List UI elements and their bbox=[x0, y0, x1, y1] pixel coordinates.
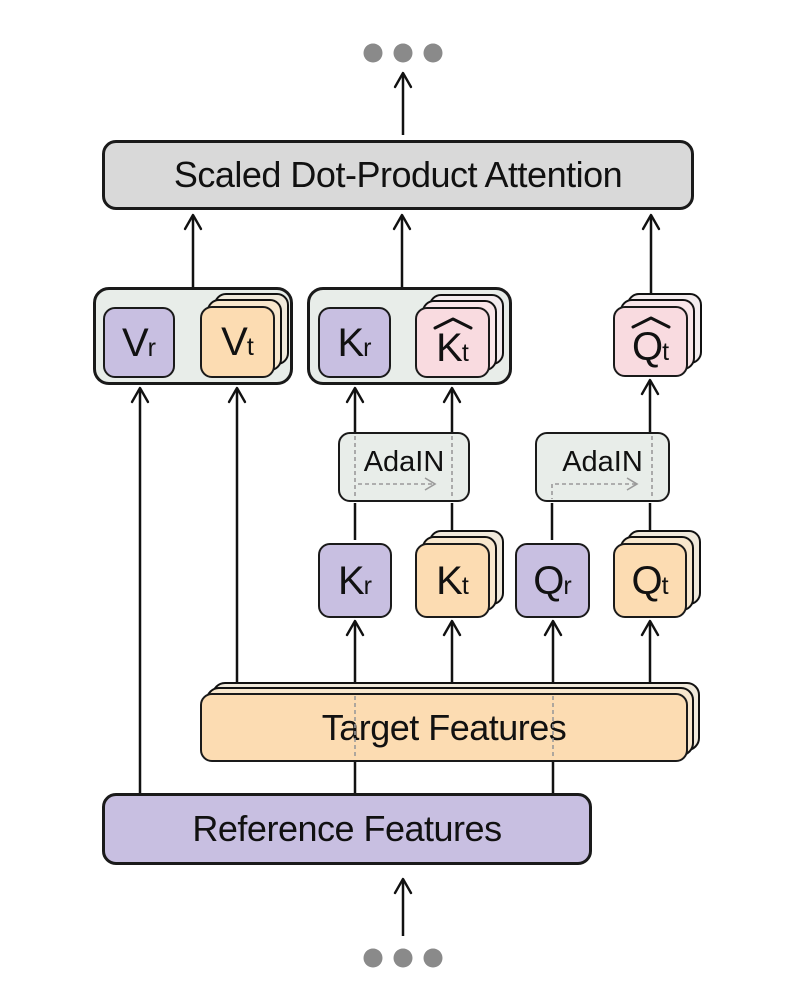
node-q-t-hat: Qt bbox=[613, 306, 688, 377]
node-k-r-out-label: Kr bbox=[337, 320, 372, 365]
node-v-t-stack: Vt bbox=[200, 293, 289, 378]
node-q-t-in-stack: Qt bbox=[613, 530, 701, 618]
target-features-label: Target Features bbox=[321, 706, 567, 748]
reference-features-label: Reference Features bbox=[192, 808, 502, 849]
attention-label: Scaled Dot-Product Attention bbox=[173, 154, 623, 195]
node-k-t-hat-stack: Kt bbox=[415, 294, 504, 378]
node-k-t-in: Kt bbox=[415, 543, 490, 618]
node-v-t: Vt bbox=[200, 306, 275, 378]
node-k-r-out: Kr bbox=[318, 307, 391, 378]
node-q-r-in-label: Qr bbox=[533, 558, 572, 603]
node-k-r-in-label: Kr bbox=[337, 558, 372, 603]
scaled-dot-product-attention-box: Scaled Dot-Product Attention bbox=[102, 140, 694, 210]
hat-icon bbox=[433, 317, 472, 330]
node-k-t-hat-label: Kt bbox=[436, 326, 469, 370]
node-k-r-in: Kr bbox=[318, 543, 392, 618]
adain-right-label: AdaIN bbox=[562, 445, 643, 478]
target-features-stack: Target Features bbox=[200, 682, 700, 762]
adain-left-box: AdaIN bbox=[338, 432, 470, 502]
target-features-box: Target Features bbox=[200, 693, 688, 762]
node-v-r-label: Vr bbox=[121, 320, 156, 365]
ellipsis-bottom-icon bbox=[363, 948, 443, 968]
node-q-t-hat-label: Qt bbox=[631, 325, 670, 369]
node-q-t-hat-stack: Qt bbox=[613, 293, 702, 377]
node-v-r: Vr bbox=[103, 307, 175, 378]
ellipsis-top-icon bbox=[363, 43, 443, 63]
node-q-t-in-label: Qt bbox=[631, 558, 669, 603]
adain-left-label: AdaIN bbox=[363, 445, 445, 478]
node-v-t-label: Vt bbox=[221, 320, 254, 364]
node-q-t-in: Qt bbox=[613, 543, 687, 618]
reference-features-box: Reference Features bbox=[102, 793, 592, 865]
node-k-t-hat: Kt bbox=[415, 307, 490, 378]
node-q-r-in: Qr bbox=[515, 543, 590, 618]
node-k-t-in-label: Kt bbox=[436, 558, 469, 603]
node-k-t-in-stack: Kt bbox=[415, 530, 504, 618]
adain-right-box: AdaIN bbox=[535, 432, 670, 502]
hat-icon bbox=[631, 316, 670, 329]
